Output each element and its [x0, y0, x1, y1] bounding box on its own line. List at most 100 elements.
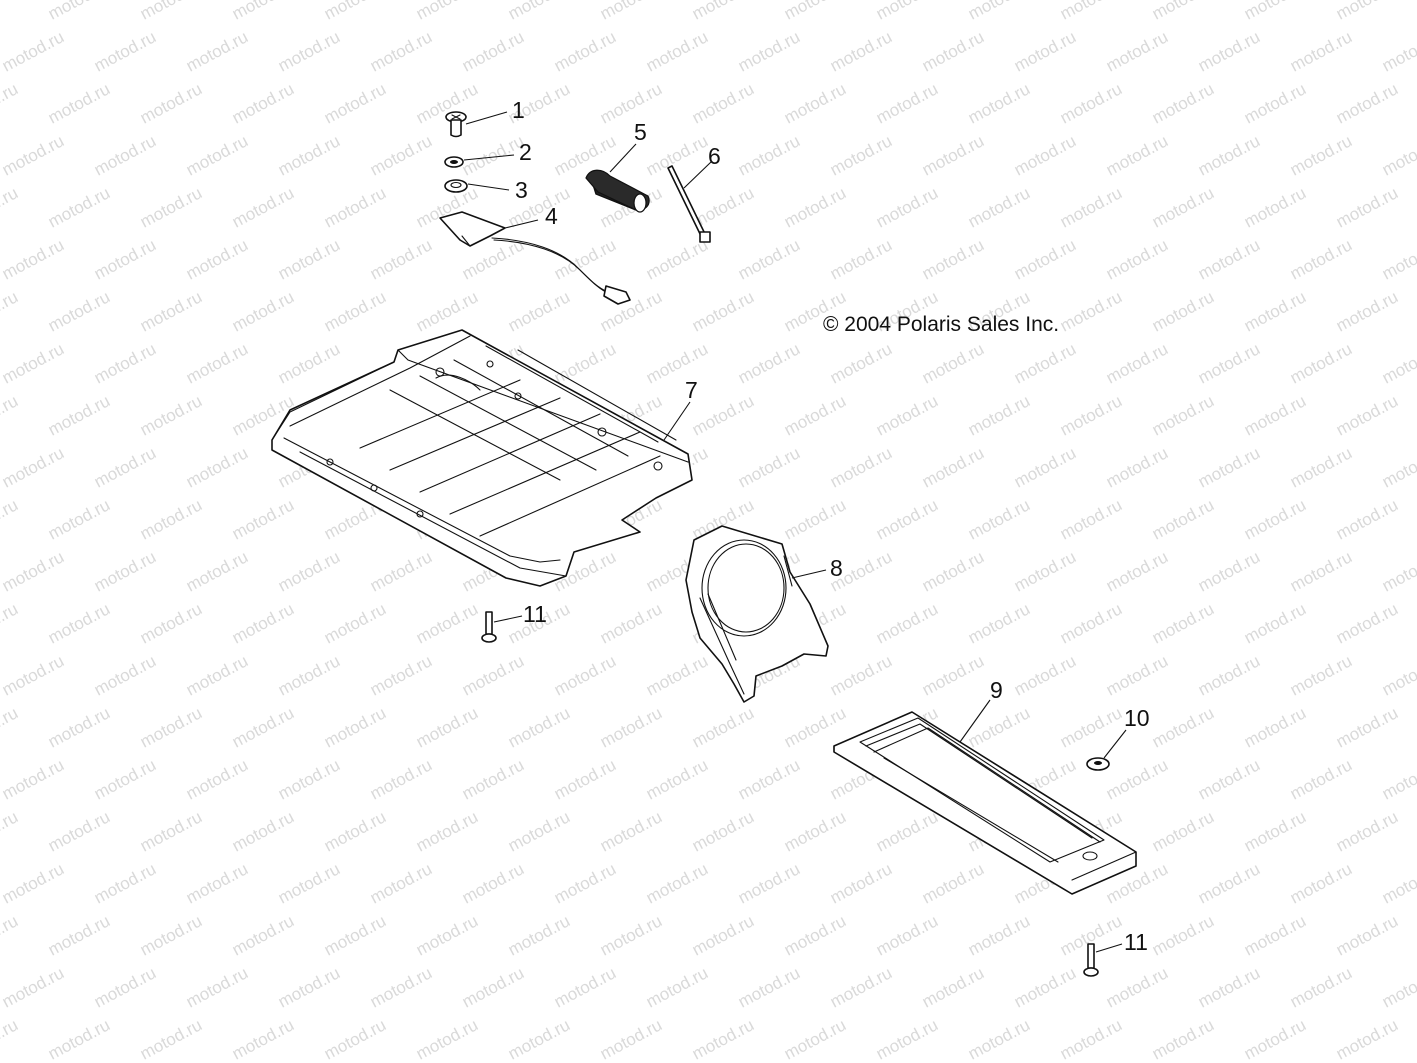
- part-3-nut: [444, 179, 510, 193]
- watermark-text: motod.ru: [91, 27, 159, 75]
- watermark-text: motod.ru: [1333, 911, 1401, 959]
- watermark-text: motod.ru: [873, 79, 941, 127]
- watermark-text: motod.ru: [1287, 651, 1355, 699]
- watermark-text: motod.ru: [1103, 235, 1171, 283]
- watermark-text: motod.ru: [0, 287, 21, 335]
- watermark-text: motod.ru: [275, 27, 343, 75]
- callout-8: 8: [830, 555, 843, 581]
- watermark-text: motod.ru: [137, 183, 205, 231]
- watermark-text: motod.ru: [1379, 859, 1417, 907]
- watermark-text: motod.ru: [919, 963, 987, 1011]
- watermark-text: motod.ru: [0, 495, 21, 543]
- watermark-text: motod.ru: [643, 27, 711, 75]
- watermark-text: motod.ru: [183, 859, 251, 907]
- watermark-text: motod.ru: [367, 131, 435, 179]
- watermark-text: motod.ru: [827, 235, 895, 283]
- watermark-text: motod.ru: [1103, 27, 1171, 75]
- watermark-text: motod.ru: [321, 599, 389, 647]
- watermark-text: motod.ru: [1241, 391, 1309, 439]
- callout-10: 10: [1124, 705, 1150, 731]
- watermark-text: motod.ru: [1195, 651, 1263, 699]
- watermark-text: motod.ru: [735, 963, 803, 1011]
- watermark-text: motod.ru: [1287, 131, 1355, 179]
- watermark-text: motod.ru: [1333, 0, 1401, 24]
- watermark-text: motod.ru: [275, 859, 343, 907]
- watermark-text: motod.ru: [827, 131, 895, 179]
- watermark-text: motod.ru: [873, 0, 941, 24]
- watermark-text: motod.ru: [1287, 443, 1355, 491]
- watermark-text: motod.ru: [1103, 651, 1171, 699]
- watermark-text: motod.ru: [827, 963, 895, 1011]
- watermark-text: motod.ru: [1379, 131, 1417, 179]
- watermark-text: motod.ru: [0, 235, 67, 283]
- watermark-text: motod.ru: [1287, 755, 1355, 803]
- watermark-text: motod.ru: [91, 339, 159, 387]
- watermark-text: motod.ru: [1057, 495, 1125, 543]
- watermark-text: motod.ru: [0, 547, 67, 595]
- watermark-text: motod.ru: [275, 651, 343, 699]
- watermark-text: motod.ru: [551, 235, 619, 283]
- part-9-step-pad: [833, 699, 1137, 895]
- watermark-text: motod.ru: [919, 339, 987, 387]
- watermark-text: motod.ru: [1379, 547, 1417, 595]
- watermark-text: motod.ru: [1149, 599, 1217, 647]
- watermark-text: motod.ru: [45, 183, 113, 231]
- watermark-text: motod.ru: [689, 703, 757, 751]
- watermark-text: motod.ru: [551, 963, 619, 1011]
- part-10-nut: [1086, 729, 1127, 771]
- watermark-text: motod.ru: [1057, 1015, 1125, 1063]
- watermark-text: motod.ru: [873, 391, 941, 439]
- watermark-text: motod.ru: [1333, 599, 1401, 647]
- watermark-text: motod.ru: [91, 235, 159, 283]
- watermark-text: motod.ru: [1011, 651, 1079, 699]
- callout-2: 2: [519, 139, 532, 165]
- watermark-text: motod.ru: [597, 703, 665, 751]
- watermark-text: motod.ru: [183, 27, 251, 75]
- watermark-text: motod.ru: [551, 27, 619, 75]
- watermark-text: motod.ru: [1149, 703, 1217, 751]
- watermark-text: motod.ru: [505, 703, 573, 751]
- watermark-text: motod.ru: [321, 287, 389, 335]
- watermark-text: motod.ru: [459, 27, 527, 75]
- watermark-text: motod.ru: [413, 0, 481, 24]
- watermark-text: motod.ru: [45, 911, 113, 959]
- watermark-text: motod.ru: [735, 339, 803, 387]
- watermark-text: motod.ru: [137, 1015, 205, 1063]
- watermark-text: motod.ru: [183, 963, 251, 1011]
- watermark-text: motod.ru: [505, 911, 573, 959]
- watermark-text: motod.ru: [0, 0, 21, 24]
- watermark-text: motod.ru: [1149, 391, 1217, 439]
- watermark-text: motod.ru: [873, 183, 941, 231]
- watermark-text: motod.ru: [643, 859, 711, 907]
- watermark-text: motod.ru: [137, 911, 205, 959]
- watermark-text: motod.ru: [827, 651, 895, 699]
- callout-7: 7: [685, 377, 698, 403]
- watermark-text: motod.ru: [873, 807, 941, 855]
- watermark-text: motod.ru: [1149, 911, 1217, 959]
- watermark-text: motod.ru: [505, 807, 573, 855]
- watermark-text: motod.ru: [367, 755, 435, 803]
- watermark-text: motod.ru: [1379, 651, 1417, 699]
- watermark-text: motod.ru: [229, 79, 297, 127]
- watermark-text: motod.ru: [1149, 1015, 1217, 1063]
- part-1-screw: [445, 111, 508, 138]
- watermark-text: motod.ru: [1333, 807, 1401, 855]
- watermark-text: motod.ru: [275, 339, 343, 387]
- watermark-text: motod.ru: [1103, 443, 1171, 491]
- watermark-text: motod.ru: [873, 1015, 941, 1063]
- watermark-text: motod.ru: [0, 807, 21, 855]
- watermark-text: motod.ru: [367, 547, 435, 595]
- part-7-floor-tray: [271, 329, 693, 587]
- watermark-text: motod.ru: [551, 131, 619, 179]
- part-2-washer: [444, 154, 515, 168]
- watermark-text: motod.ru: [275, 131, 343, 179]
- watermark-text: motod.ru: [91, 651, 159, 699]
- watermark-text: motod.ru: [1011, 963, 1079, 1011]
- watermark-text: motod.ru: [1057, 0, 1125, 24]
- watermark-text: motod.ru: [137, 79, 205, 127]
- watermark-text: motod.ru: [735, 859, 803, 907]
- watermark-text: motod.ru: [1333, 79, 1401, 127]
- watermark-text: motod.ru: [367, 27, 435, 75]
- watermark-text: motod.ru: [45, 495, 113, 543]
